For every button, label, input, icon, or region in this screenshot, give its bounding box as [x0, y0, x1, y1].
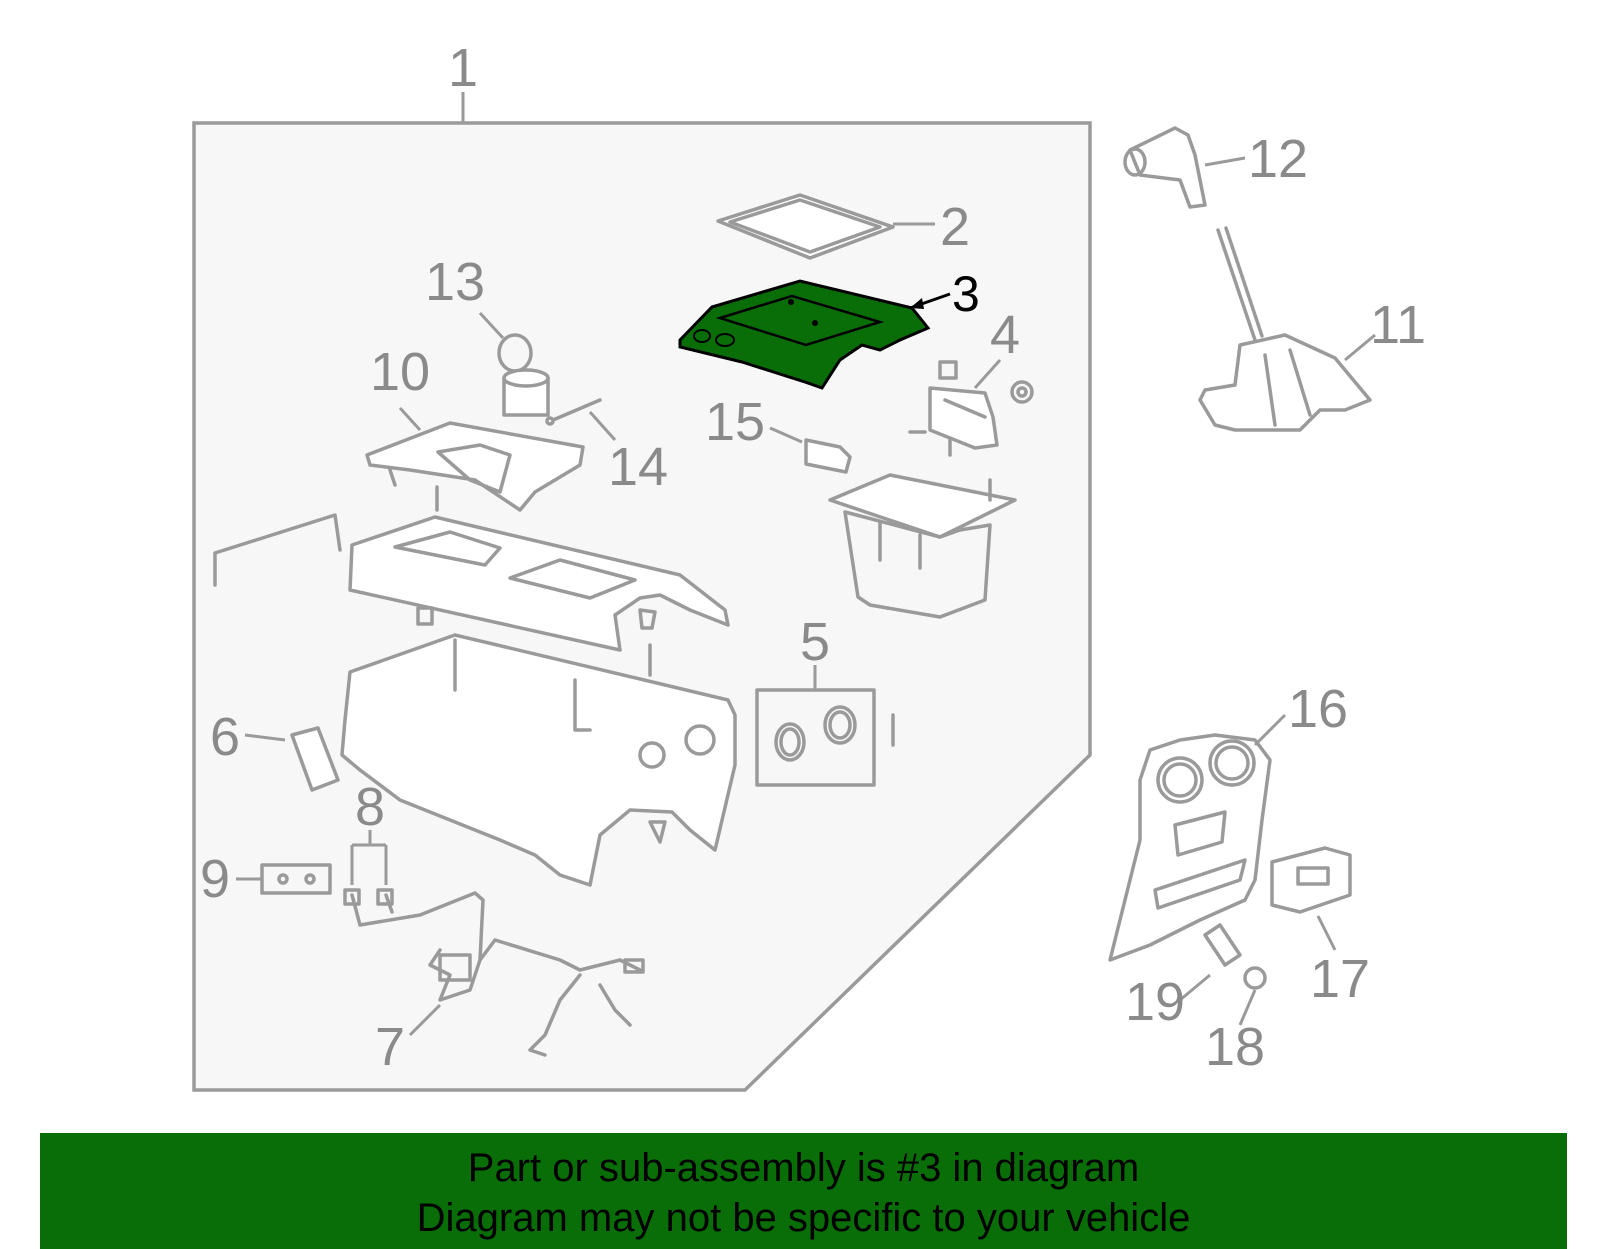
callout-17-leader [1316, 915, 1337, 951]
banner-line-1: Part or sub-assembly is #3 in diagram [467, 1146, 1140, 1190]
part-10-trim-plate[interactable] [365, 421, 585, 512]
assembly-panel [192, 121, 1092, 1092]
callout-8-branches [350, 843, 388, 885]
part-16-bezel-panel[interactable] [1108, 733, 1272, 962]
callout-13: 13 [425, 252, 485, 312]
callout-8: 8 [355, 777, 385, 837]
part-13-cup-holder[interactable] [497, 333, 550, 417]
callout-2: 2 [940, 197, 970, 257]
callout-18: 18 [1205, 1017, 1265, 1077]
info-banner: Part or sub-assembly is #3 in diagram Di… [40, 1133, 1567, 1249]
part-17-control-module[interactable] [1270, 846, 1352, 914]
banner-line-2: Diagram may not be specific to your vehi… [416, 1196, 1191, 1240]
callout-10: 10 [370, 342, 430, 402]
callout-3-arrowhead [910, 298, 924, 309]
callout-16: 16 [1288, 679, 1348, 739]
part-4-bracket[interactable] [908, 360, 1034, 457]
callout-3: 3 [952, 266, 980, 322]
callout-17: 17 [1310, 949, 1370, 1009]
callout-16-leader [1253, 713, 1287, 747]
callout-4-leader [973, 359, 1002, 389]
callout-4: 4 [990, 305, 1020, 365]
part-6-cap[interactable] [290, 726, 340, 792]
callout-10-leader [398, 406, 422, 432]
callout-15-leader [769, 426, 803, 444]
callout-5: 5 [800, 612, 830, 672]
part-2-lid-pad[interactable] [716, 193, 895, 260]
part-3-console-lid[interactable] [678, 279, 931, 390]
console-body[interactable] [340, 633, 737, 887]
callout-7-leader [408, 1003, 442, 1037]
part-19-plug[interactable] [1203, 923, 1242, 967]
part-11-shifter[interactable] [1198, 226, 1372, 432]
part-15-block[interactable] [804, 438, 852, 474]
callout-12-leader [1204, 156, 1246, 167]
callout-19: 19 [1125, 972, 1185, 1032]
callout-19-leader [1179, 973, 1211, 1002]
callout-1: 1 [448, 38, 478, 98]
part-18-clip[interactable] [1243, 966, 1267, 990]
callout-18-leader [1238, 989, 1257, 1026]
console-top-trim[interactable] [213, 513, 730, 677]
callout-6-leader [244, 733, 286, 742]
callout-11-leader [1344, 333, 1376, 362]
part-12-shift-knob[interactable] [1123, 126, 1207, 209]
callout-14-leader [588, 411, 617, 441]
callout-11: 11 [1370, 295, 1426, 355]
callout-14: 14 [608, 437, 668, 497]
callout-13-leader [478, 311, 505, 340]
callout-7: 7 [375, 1017, 405, 1077]
callout-9: 9 [200, 849, 230, 909]
callout-6: 6 [210, 707, 240, 767]
part-14-screw[interactable] [545, 398, 602, 426]
callout-12: 12 [1248, 129, 1308, 189]
callout-15: 15 [705, 392, 765, 452]
storage-bin[interactable] [828, 473, 1017, 619]
part-7-wiring-harness[interactable] [343, 888, 645, 1057]
